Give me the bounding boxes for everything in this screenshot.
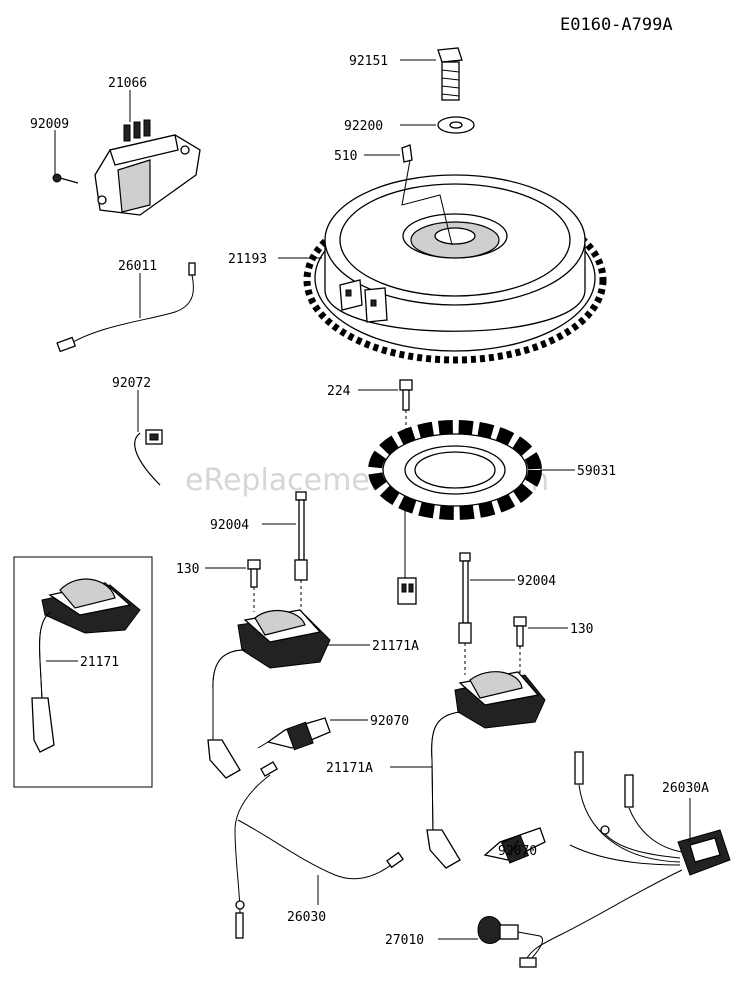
part-59031-stator[interactable] [368, 420, 542, 605]
callout-27010: 27010 [385, 933, 424, 948]
part-92004-stud-left[interactable] [294, 491, 308, 615]
part-92200-washer[interactable] [437, 116, 475, 134]
part-92151-bolt[interactable] [437, 47, 463, 101]
callout-92070-left: 92070 [370, 714, 409, 729]
callout-92070-right: 92070 [498, 844, 537, 859]
part-26011-lead[interactable] [56, 262, 196, 353]
part-27010-switch[interactable] [477, 916, 543, 968]
part-130-bolt-right[interactable] [513, 616, 527, 675]
callout-21193: 21193 [228, 252, 267, 267]
callout-92004-left: 92004 [210, 518, 249, 533]
callout-26030A: 26030A [662, 781, 709, 796]
callout-21171: 21171 [80, 655, 119, 670]
callout-510: 510 [334, 149, 357, 164]
part-92070-spark-plug-left[interactable] [257, 717, 331, 751]
callout-21171A-left: 21171A [372, 639, 419, 654]
part-92004-stud-right[interactable] [458, 552, 472, 675]
part-21193-flywheel[interactable] [303, 159, 607, 364]
callout-21171A-right: 21171A [326, 761, 373, 776]
part-21171A-coil-left[interactable] [207, 609, 331, 779]
part-21066-regulator[interactable] [94, 119, 201, 216]
part-26030A-harness[interactable] [524, 751, 731, 963]
part-130-bolt-left[interactable] [247, 559, 261, 612]
part-92072-clamp[interactable] [134, 429, 163, 486]
leader-lines [46, 59, 691, 940]
callout-59031: 59031 [577, 464, 616, 479]
callout-92200: 92200 [344, 119, 383, 134]
part-21171-coil-boxed[interactable] [13, 556, 153, 788]
callout-224: 224 [327, 384, 351, 399]
part-21171A-coil-right[interactable] [426, 671, 546, 869]
callout-26030: 26030 [287, 910, 326, 925]
part-92009-bolt[interactable] [52, 173, 79, 184]
callout-92009: 92009 [30, 117, 69, 132]
callout-92004-right: 92004 [517, 574, 556, 589]
callout-130-left: 130 [176, 562, 199, 577]
part-510-key[interactable] [401, 144, 413, 163]
callout-21066: 21066 [108, 76, 147, 91]
part-92070-spark-plug-right[interactable] [483, 827, 546, 864]
diagram-code: E0160-A799A [560, 15, 673, 35]
part-26030-harness[interactable] [234, 761, 404, 939]
callout-92072: 92072 [112, 376, 151, 391]
callout-130-right: 130 [570, 622, 593, 637]
part-224-bolt[interactable] [399, 379, 413, 432]
callout-92151: 92151 [349, 54, 388, 69]
callout-26011: 26011 [118, 259, 157, 274]
